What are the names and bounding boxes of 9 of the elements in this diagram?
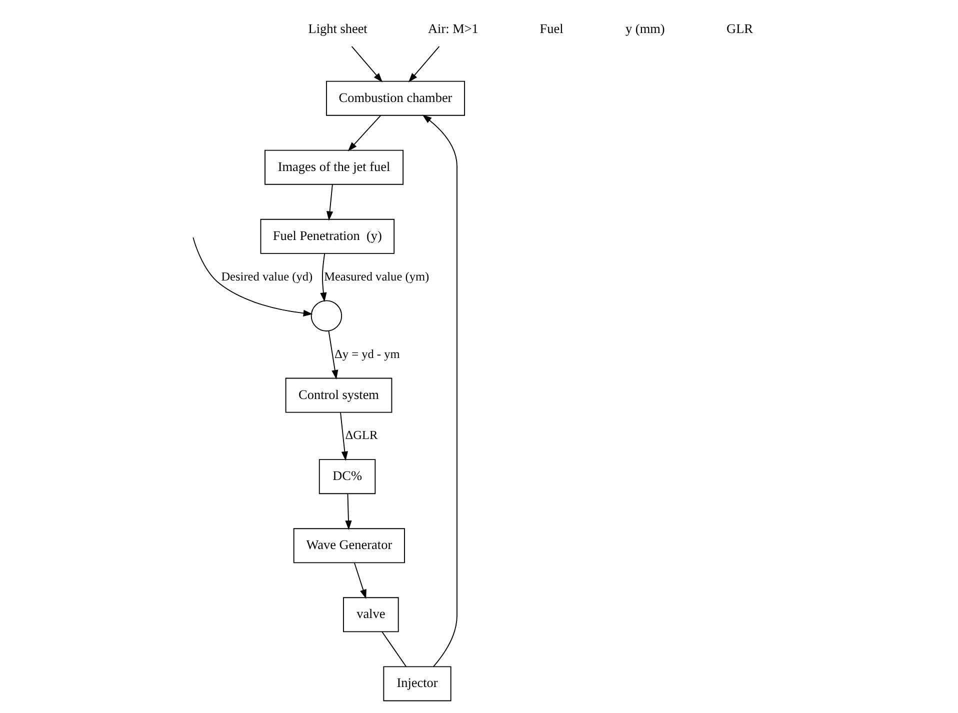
edge-label: Measured value (ym) <box>324 269 429 284</box>
node-text: Air: M>1 <box>427 20 478 36</box>
edge-label: Desired value (yd) <box>220 269 312 284</box>
node-text: Light sheet <box>308 20 367 36</box>
label: Fuel <box>539 20 563 36</box>
label: GLR <box>726 20 752 36</box>
label: y (mm) <box>625 20 664 36</box>
edge-label: Δy = yd - ym <box>334 346 400 361</box>
edge-label: ΔGLR <box>344 428 378 442</box>
